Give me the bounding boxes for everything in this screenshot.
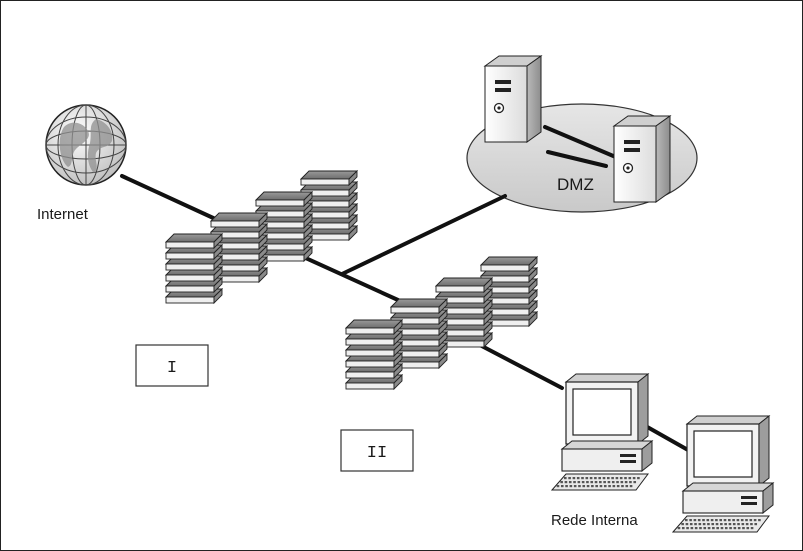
- dmz-server-1-icon: [483, 55, 543, 143]
- workstation-2-icon: [671, 414, 775, 533]
- firewall-2-label: II: [367, 444, 387, 463]
- workstation-1-icon: [550, 372, 654, 491]
- firewall-2-label-box: II: [340, 429, 414, 472]
- dmz-label: DMZ: [557, 175, 594, 194]
- firewall-2-icon: [344, 255, 539, 391]
- link-workstation-1-workstation-2: [640, 422, 690, 452]
- link-server-1-server-2: [543, 125, 620, 160]
- internal-network-label: Rede Interna: [551, 512, 638, 529]
- firewall-1-label: I: [167, 359, 177, 378]
- dmz-server-2-icon: [612, 115, 672, 203]
- internet-globe-icon: [45, 104, 127, 186]
- link-internet-firewall-1: [120, 174, 224, 224]
- link-dmz-server-2: [546, 150, 608, 168]
- internet-label: Internet: [37, 206, 89, 223]
- link-junction-dmz: [340, 194, 507, 276]
- firewall-1-icon: [164, 169, 359, 305]
- firewall-1-label-box: I: [135, 344, 209, 387]
